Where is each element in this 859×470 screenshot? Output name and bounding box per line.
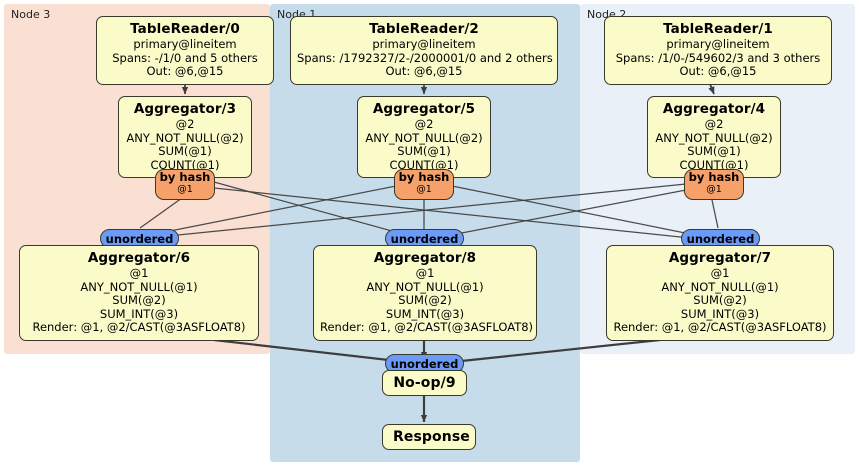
router-type-label: by hash [398, 170, 450, 184]
processor-title: No-op/9 [393, 375, 456, 391]
router-column-label: @1 [416, 184, 432, 195]
processor-detail-line: primary@lineitem [666, 37, 770, 51]
processor-detail-line: ANY_NOT_NULL(@2) [126, 130, 244, 145]
node-panel-label-node3: Node 3 [11, 8, 51, 21]
processor-title: Response [393, 429, 470, 445]
processor-response[interactable]: Response [382, 424, 476, 450]
processor-detail-line: SUM_INT(@3) [99, 306, 179, 321]
processor-detail-line: primary@lineitem [372, 37, 476, 51]
processor-title: TableReader/2 [369, 21, 479, 37]
processor-detail-line: ANY_NOT_NULL(@1) [366, 279, 484, 294]
processor-detail-line: SUM(@1) [397, 144, 451, 159]
processor-table-reader-1[interactable]: TableReader/1 primary@lineitem Spans: /1… [604, 16, 832, 85]
processor-table-reader-2[interactable]: TableReader/2 primary@lineitem Spans: /1… [290, 16, 558, 85]
processor-detail-line: Spans: -/1/0 and 5 others [112, 50, 258, 65]
processor-detail-line: @1 [129, 266, 149, 280]
processor-detail-line: primary@lineitem [133, 37, 237, 51]
processor-title: TableReader/0 [130, 21, 240, 37]
processor-detail-line: Out: @6,@15 [679, 64, 757, 79]
processor-aggregator-3[interactable]: Aggregator/3 @2 ANY_NOT_NULL(@2) SUM(@1)… [118, 96, 252, 179]
processor-detail-line: SUM(@2) [398, 293, 452, 308]
processor-render-line: Render: @1, @2/CAST(@3ASFLOAT8) [320, 320, 534, 335]
processor-detail-line: SUM(@1) [158, 144, 212, 159]
processor-detail-line: SUM(@2) [693, 293, 747, 308]
output-router-by-hash-right[interactable]: by hash @1 [684, 169, 744, 200]
processor-detail-line: COUNT(@1) [150, 157, 220, 172]
input-sync-unordered-left[interactable]: unordered [100, 229, 179, 248]
processor-detail-line: Out: @6,@15 [385, 64, 463, 79]
processor-detail-line: ANY_NOT_NULL(@1) [80, 279, 198, 294]
processor-detail-line: @1 [415, 266, 435, 280]
input-sync-unordered-final[interactable]: unordered [385, 354, 464, 373]
processor-detail-line: SUM(@2) [112, 293, 166, 308]
output-router-by-hash-left[interactable]: by hash @1 [155, 169, 215, 200]
processor-detail-line: ANY_NOT_NULL(@2) [655, 130, 773, 145]
processor-render-line: Render: @1, @2/CAST(@3ASFLOAT8) [32, 320, 246, 335]
processor-title: Aggregator/5 [372, 101, 476, 117]
processor-detail-line: Spans: /1792327/2-/2000001/0 and 2 other… [297, 50, 553, 65]
processor-detail-line: ANY_NOT_NULL(@1) [661, 279, 779, 294]
processor-detail-line: SUM(@1) [687, 144, 741, 159]
processor-title: Aggregator/4 [662, 101, 766, 117]
processor-aggregator-6[interactable]: Aggregator/6 @1 ANY_NOT_NULL(@1) SUM(@2)… [19, 245, 259, 341]
processor-title: Aggregator/7 [668, 250, 772, 266]
processor-detail-line: @1 [710, 266, 730, 280]
processor-aggregator-5[interactable]: Aggregator/5 @2 ANY_NOT_NULL(@2) SUM(@1)… [357, 96, 491, 179]
processor-render-line: Render: @1, @2/CAST(@3ASFLOAT8) [613, 320, 827, 335]
processor-detail-line: COUNT(@1) [679, 157, 749, 172]
router-type-label: by hash [159, 170, 211, 184]
processor-detail-line: Out: @6,@15 [146, 64, 224, 79]
processor-detail-line: @2 [175, 117, 195, 131]
processor-title: Aggregator/8 [373, 250, 477, 266]
processor-detail-line: SUM_INT(@3) [680, 306, 760, 321]
processor-detail-line: Spans: /1/0-/549602/3 and 3 others [615, 50, 821, 65]
router-column-label: @1 [177, 184, 193, 195]
output-router-by-hash-center[interactable]: by hash @1 [394, 169, 454, 200]
processor-noop-9[interactable]: No-op/9 [382, 370, 467, 396]
router-type-label: by hash [688, 170, 740, 184]
processor-title: TableReader/1 [663, 21, 773, 37]
processor-detail-line: ANY_NOT_NULL(@2) [365, 130, 483, 145]
processor-detail-line: COUNT(@1) [389, 157, 459, 172]
processor-title: Aggregator/3 [133, 101, 237, 117]
processor-aggregator-7[interactable]: Aggregator/7 @1 ANY_NOT_NULL(@1) SUM(@2)… [606, 245, 834, 341]
router-column-label: @1 [706, 184, 722, 195]
input-sync-unordered-center[interactable]: unordered [385, 229, 464, 248]
processor-detail-line: @2 [414, 117, 434, 131]
processor-table-reader-0[interactable]: TableReader/0 primary@lineitem Spans: -/… [96, 16, 274, 85]
processor-aggregator-4[interactable]: Aggregator/4 @2 ANY_NOT_NULL(@2) SUM(@1)… [647, 96, 781, 179]
processor-title: Aggregator/6 [87, 250, 191, 266]
processor-detail-line: @2 [704, 117, 724, 131]
processor-aggregator-8[interactable]: Aggregator/8 @1 ANY_NOT_NULL(@1) SUM(@2)… [313, 245, 537, 341]
processor-detail-line: SUM_INT(@3) [385, 306, 465, 321]
